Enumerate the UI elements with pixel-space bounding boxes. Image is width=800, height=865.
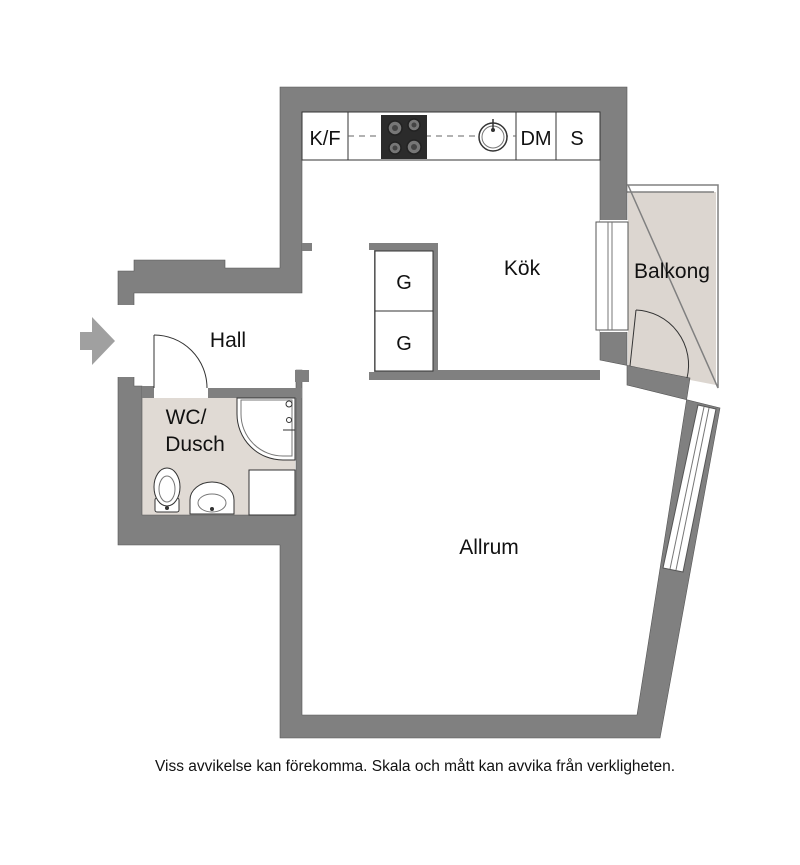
- washbasin-icon: [189, 481, 235, 515]
- entry-opening: [114, 305, 146, 377]
- wardrobe-bottom: [374, 310, 434, 372]
- toilet-icon: [153, 467, 181, 513]
- wall-hall-wc-left: [142, 386, 154, 398]
- shower-icon: [236, 397, 296, 461]
- sink-icon: [478, 119, 508, 152]
- room-label-wc: WC/: [166, 406, 207, 429]
- label-dm: DM: [520, 128, 551, 150]
- balcony-floor: [628, 192, 716, 385]
- wall-hall-wc: [208, 388, 302, 398]
- room-label-allrum: Allrum: [459, 536, 519, 559]
- bathroom-cabinet: [248, 469, 296, 516]
- wall-hall-stub: [295, 370, 309, 382]
- entry-arrow-icon: [80, 317, 115, 365]
- label-wardrobe-top: G: [396, 272, 412, 294]
- disclaimer-text: Viss avvikelse kan förekomma. Skala och …: [154, 758, 676, 775]
- label-kf: K/F: [309, 128, 340, 150]
- balcony-door: [629, 309, 690, 379]
- room-label-hall: Hall: [210, 329, 246, 352]
- wardrobe-top: [374, 250, 434, 312]
- balcony-outline: [626, 184, 719, 389]
- label-s: S: [570, 128, 583, 150]
- hall-door: [153, 334, 208, 389]
- wall-stub-kitchen: [302, 243, 312, 251]
- window-kitchen: [595, 221, 629, 331]
- room-label-dusch: Dusch: [165, 433, 225, 456]
- window-allrum: [662, 404, 717, 573]
- room-label-balkong: Balkong: [634, 260, 710, 283]
- room-label-kok: Kök: [504, 257, 541, 280]
- stove-icon: [381, 115, 427, 159]
- label-wardrobe-bottom: G: [396, 333, 412, 355]
